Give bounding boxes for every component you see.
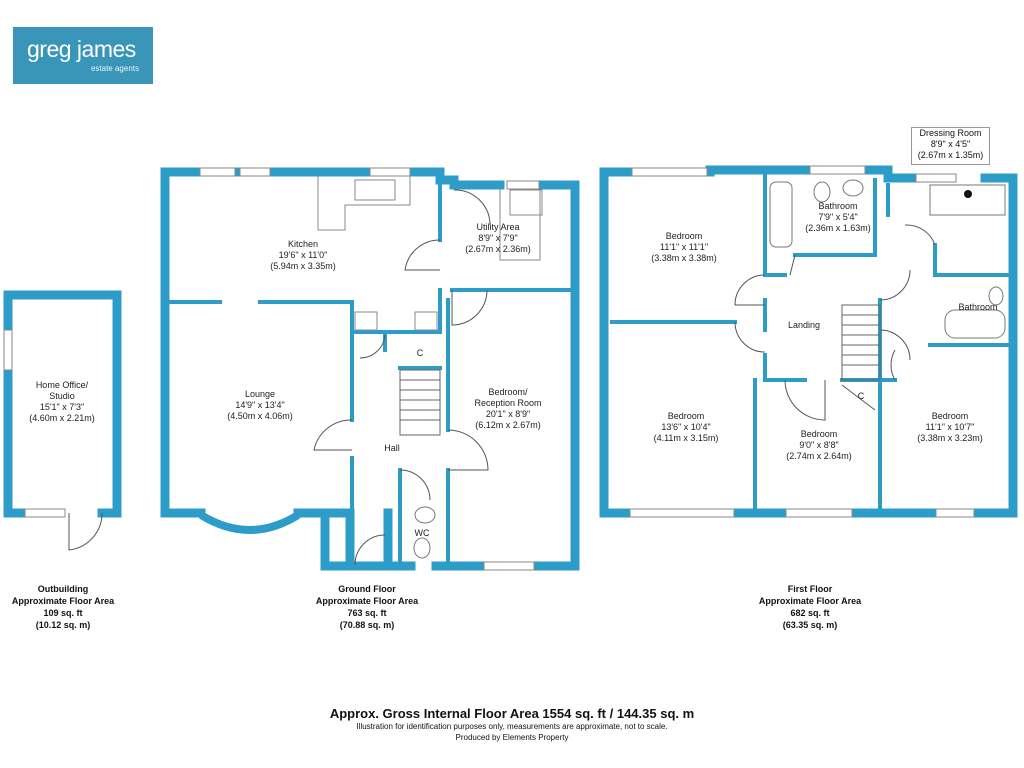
room-wc: WC [414, 528, 430, 538]
area-metric: (70.88 sq. m) [339, 620, 395, 630]
room-bedroom-1: Bedroom 11'1" x 11'1" (3.38m x 3.38m) [651, 231, 717, 264]
area-label: Approximate Floor Area [315, 596, 419, 606]
area-title: Ground Floor [338, 584, 396, 594]
room-name: Bedroom [667, 411, 705, 421]
room-lounge: Lounge 14'9" x 13'4" (4.50m x 4.06m) [227, 389, 293, 422]
room-name: Bathroom [818, 201, 858, 211]
area-outbuilding: Outbuilding Approximate Floor Area 109 s… [12, 583, 114, 631]
room-bathroom-main: Bathroom 7'9" x 5'4" (2.36m x 1.63m) [805, 201, 871, 234]
room-bedroom-4: Bedroom 11'1" x 10'7" (3.38m x 3.23m) [917, 411, 983, 444]
lounge-bay-window [198, 511, 301, 534]
outbuilding-walls [3, 290, 122, 518]
room-size-metric: (3.38m x 3.23m) [917, 433, 983, 443]
area-metric: (10.12 sq. m) [35, 620, 91, 630]
room-size-metric: (2.36m x 1.63m) [805, 223, 871, 233]
room-size-metric: (2.67m x 1.35m) [917, 150, 984, 160]
room-name: Bedroom [665, 231, 703, 241]
stairs [399, 304, 881, 436]
room-size-metric: (5.94m x 3.35m) [270, 261, 336, 271]
brand-tagline: estate agents [90, 64, 139, 73]
room-size-imperial: 9'0" x 8'8" [799, 440, 839, 450]
room-hall: Hall [384, 443, 400, 453]
footer: Approx. Gross Internal Floor Area 1554 s… [330, 706, 694, 743]
produced-by: Produced by Elements Property [455, 733, 569, 742]
room-name: Bedroom [931, 411, 969, 421]
room-size-metric: (2.67m x 2.36m) [465, 244, 531, 254]
room-size-imperial: 7'9" x 5'4" [818, 212, 858, 222]
room-name: Studio [49, 391, 75, 401]
room-size-metric: (4.50m x 4.06m) [227, 411, 293, 421]
doors [68, 189, 936, 566]
room-size-metric: (2.74m x 2.64m) [786, 451, 852, 461]
room-size-metric: (4.60m x 2.21m) [29, 413, 95, 423]
room-name: Kitchen [287, 239, 319, 249]
area-metric: (63.35 sq. m) [782, 620, 838, 630]
room-cupboard-first: C [857, 391, 865, 401]
room-bedroom-3: Bedroom 9'0" x 8'8" (2.74m x 2.64m) [786, 429, 852, 462]
area-first-floor: First Floor Approximate Floor Area 682 s… [759, 583, 861, 631]
room-size-imperial: 11'1" x 11'1" [659, 242, 709, 252]
room-bedroom-reception: Bedroom/ Reception Room 20'1" x 8'9" (6.… [474, 387, 541, 431]
kitchen-fittings [317, 176, 543, 331]
room-bedroom-2: Bedroom 13'6" x 10'4" (4.11m x 3.15m) [654, 411, 719, 444]
room-size-metric: (4.11m x 3.15m) [653, 433, 719, 443]
room-size-imperial: 8'9" x 7'9" [478, 233, 518, 243]
room-size-imperial: 13'6" x 10'4" [661, 422, 711, 432]
area-title: First Floor [787, 584, 833, 594]
room-size-imperial: 15'1" x 7'3" [39, 402, 85, 412]
room-name: Bedroom [800, 429, 838, 439]
ground-floor-inner-walls [166, 178, 577, 568]
windows [3, 165, 975, 571]
room-name: Bedroom/ [488, 387, 528, 397]
room-utility: Utility Area 8'9" x 7'9" (2.67m x 2.36m) [465, 222, 531, 255]
room-name: Lounge [244, 389, 276, 399]
bathroom-fittings [413, 179, 1006, 559]
room-size-imperial: 8'9" x 4'5" [930, 139, 971, 149]
room-size-imperial: 20'1" x 8'9" [485, 409, 531, 419]
room-dressing-room: Dressing Room 8'9" x 4'5" (2.67m x 1.35m… [911, 127, 990, 165]
disclaimer: Illustration for identification purposes… [356, 722, 668, 731]
area-imperial: 109 sq. ft [43, 608, 83, 618]
room-kitchen: Kitchen 19'6" x 11'0" (5.94m x 3.35m) [270, 239, 336, 272]
room-name: Utility Area [476, 222, 520, 232]
area-title: Outbuilding [37, 584, 89, 594]
gross-floor-area: Approx. Gross Internal Floor Area 1554 s… [329, 706, 695, 721]
area-label: Approximate Floor Area [11, 596, 115, 606]
area-label: Approximate Floor Area [758, 596, 862, 606]
room-ensuite-bathroom: Bathroom [958, 302, 998, 312]
room-size-imperial: 19'6" x 11'0" [278, 250, 328, 260]
room-size-imperial: 14'9" x 13'4" [235, 400, 285, 410]
room-name: Reception Room [474, 398, 542, 408]
room-name: Dressing Room [919, 128, 982, 138]
dressing-room-marker [964, 190, 972, 198]
room-size-imperial: 11'1" x 10'7" [925, 422, 975, 432]
area-imperial: 682 sq. ft [790, 608, 830, 618]
room-landing: Landing [787, 320, 821, 330]
room-size-metric: (6.12m x 2.67m) [475, 420, 541, 430]
brand-logo: greg james estate agents [13, 27, 153, 84]
brand-name: greg james [27, 36, 136, 62]
area-ground-floor: Ground Floor Approximate Floor Area 763 … [316, 583, 418, 631]
room-size-metric: (3.38m x 3.38m) [651, 253, 717, 263]
area-imperial: 763 sq. ft [347, 608, 387, 618]
room-name: Home Office/ [35, 380, 89, 390]
room-cupboard-ground: C [416, 348, 424, 358]
room-home-office: Home Office/ Studio 15'1" x 7'3" (4.60m … [29, 380, 95, 424]
